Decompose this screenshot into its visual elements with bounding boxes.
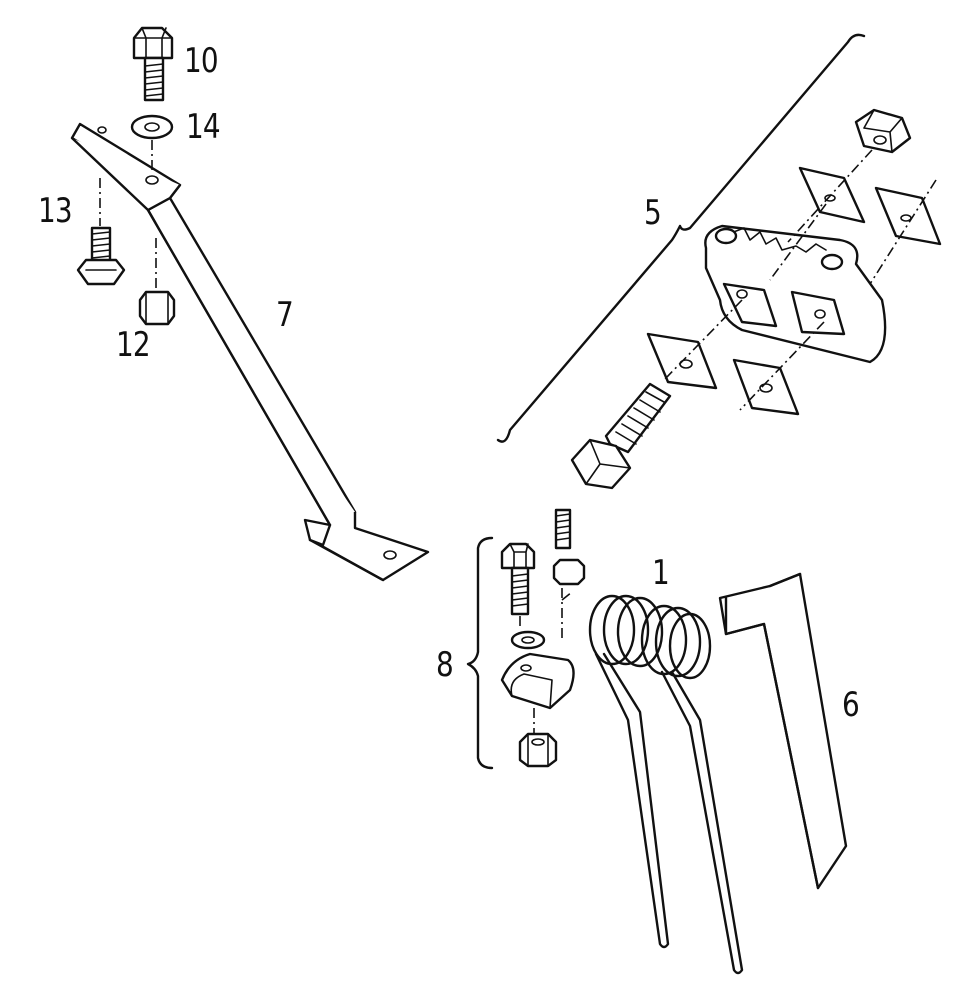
hex-bolt-part-10 [132,26,174,102]
clamp-assembly-part-5 [496,33,942,490]
callout-5: 5 [644,193,662,233]
callout-10: 10 [184,41,219,81]
callout-12: 12 [116,325,151,365]
support-bar-part-7 [70,122,430,582]
mounting-kit-part-8 [466,508,586,770]
callout-13: 13 [38,191,73,231]
callout-1: 1 [652,553,670,593]
hex-nut-part-12 [138,238,176,326]
callout-7: 7 [276,295,294,335]
callout-14: 14 [186,107,221,147]
flange-bolt-part-13 [76,178,126,286]
callout-8: 8 [436,645,454,685]
washer-part-14 [130,114,174,140]
callout-6: 6 [842,685,860,725]
spring-tine-part-1 [588,594,744,975]
tine-guard-part-6 [718,572,848,890]
